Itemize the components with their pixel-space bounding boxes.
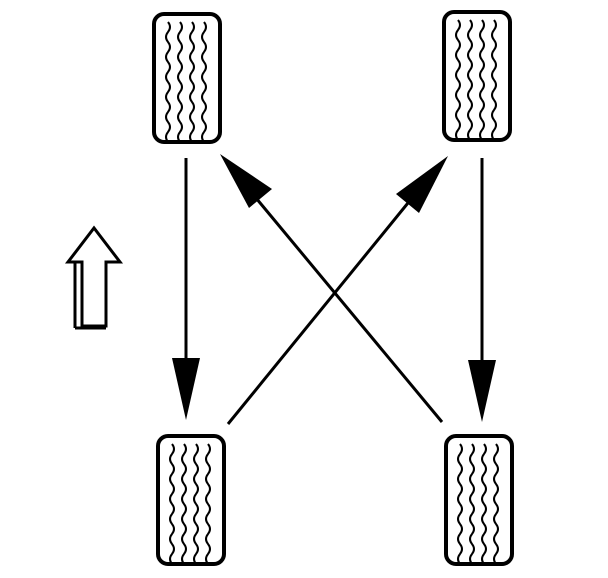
tire-icon [444, 434, 514, 566]
tire-rear-right [444, 434, 514, 566]
arrowhead-icon [172, 358, 200, 420]
tire-front-right [442, 10, 512, 142]
arrowhead-icon [396, 156, 448, 213]
arrow-rear-right-to-front-left [220, 154, 444, 423]
arrowhead-icon [468, 360, 496, 422]
tire-icon [152, 12, 222, 144]
forward-arrow-icon [64, 225, 124, 328]
arrowhead-icon [220, 154, 272, 208]
arrow-front-left-to-rear-left [172, 158, 200, 420]
tire-rear-left [156, 434, 226, 566]
arrow-front-right-to-rear-right [468, 158, 496, 422]
tire-icon [156, 434, 226, 566]
arrow-rear-left-to-front-right [226, 156, 448, 425]
tire-front-left [152, 12, 222, 144]
tire-icon [442, 10, 512, 142]
forward-direction-indicator [64, 225, 124, 330]
